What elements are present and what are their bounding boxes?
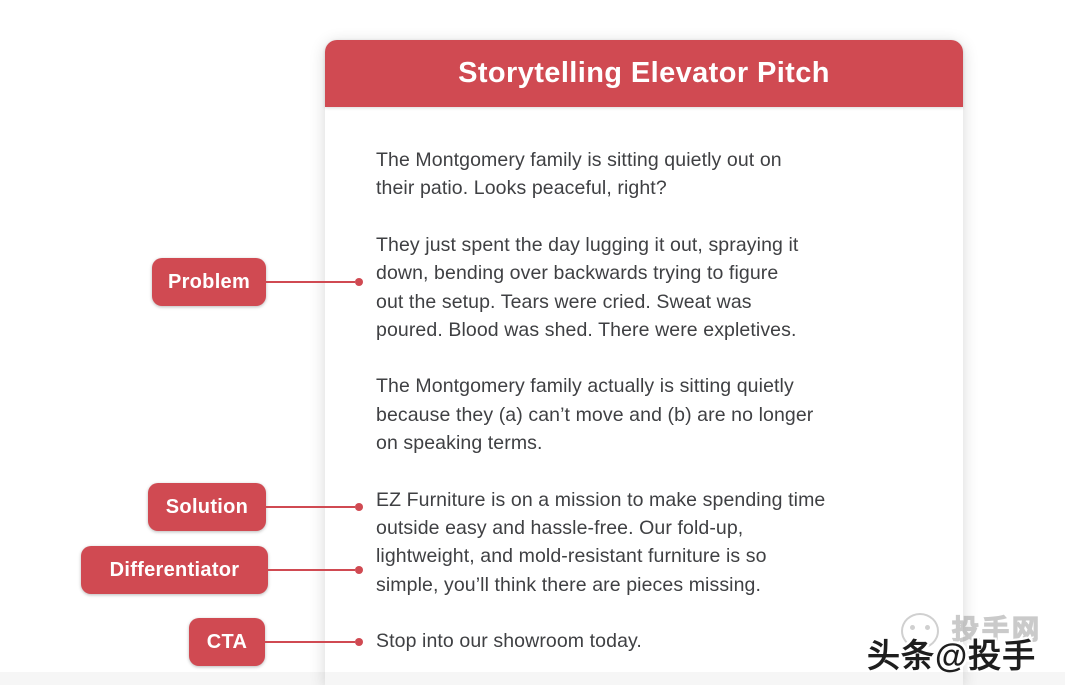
paragraph-cta: Stop into our showroom today. xyxy=(376,630,642,653)
paragraph-twist: The Montgomery family actually is sittin… xyxy=(376,375,814,455)
solution-connector-dot xyxy=(355,503,363,511)
differentiator-connector-dot xyxy=(355,566,363,574)
solution-connector-line xyxy=(266,506,355,508)
annotation-solution: Solution xyxy=(148,483,363,531)
problem-connector-dot xyxy=(355,278,363,286)
cta-connector-line xyxy=(265,641,355,643)
annotation-differentiator: Differentiator xyxy=(81,546,363,594)
card-header: Storytelling Elevator Pitch xyxy=(325,40,963,107)
solution-label: Solution xyxy=(148,483,266,531)
problem-connector-line xyxy=(266,281,355,283)
problem-label: Problem xyxy=(152,258,266,306)
paragraph-hook: The Montgomery family is sitting quietly… xyxy=(376,149,782,200)
bottom-edge-strip xyxy=(0,672,1065,685)
paragraph-problem: They just spent the day lugging it out, … xyxy=(376,233,799,342)
pitch-text-body: The Montgomery family is sitting quietly… xyxy=(325,107,963,656)
differentiator-label: Differentiator xyxy=(81,546,268,594)
cta-label: CTA xyxy=(189,618,265,666)
annotation-cta: CTA xyxy=(189,618,363,666)
watermark-ghost-text: 投手网 xyxy=(951,614,1042,645)
page-title: Storytelling Elevator Pitch xyxy=(458,57,830,89)
pitch-card: Storytelling Elevator Pitch The Montgome… xyxy=(325,40,963,685)
annotation-problem: Problem xyxy=(152,258,363,306)
cta-connector-dot xyxy=(355,638,363,646)
paragraph-solution-differentiator: EZ Furniture is on a mission to make spe… xyxy=(376,488,826,596)
differentiator-connector-line xyxy=(268,569,355,571)
